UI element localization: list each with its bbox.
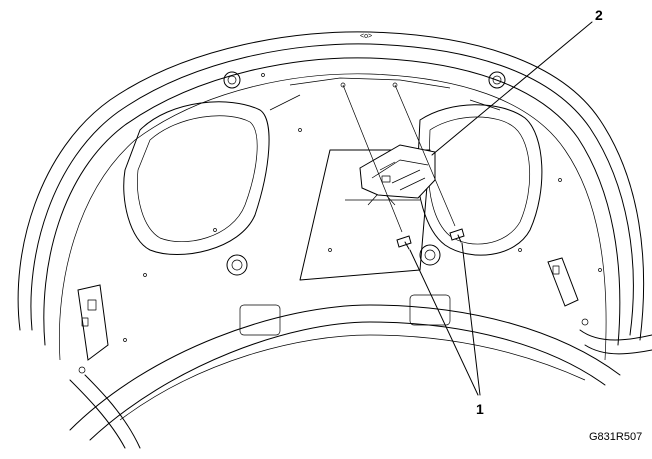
right-hinge-rail (547, 257, 652, 355)
figure-id: G831R507 (589, 431, 642, 443)
leader-lines (409, 21, 593, 396)
callout-2: 2 (595, 7, 603, 23)
inner-panel-structure: <o> (123, 33, 602, 342)
svg-text:<o>: <o> (360, 33, 372, 40)
callout-1: 1 (476, 401, 484, 417)
trunk-lid-outline (17, 31, 645, 441)
installation-lines (340, 82, 456, 233)
bolt-right (449, 228, 465, 243)
latch-actuator (359, 144, 436, 199)
left-hinge-rail (69, 284, 141, 449)
bolt-left (396, 235, 412, 250)
